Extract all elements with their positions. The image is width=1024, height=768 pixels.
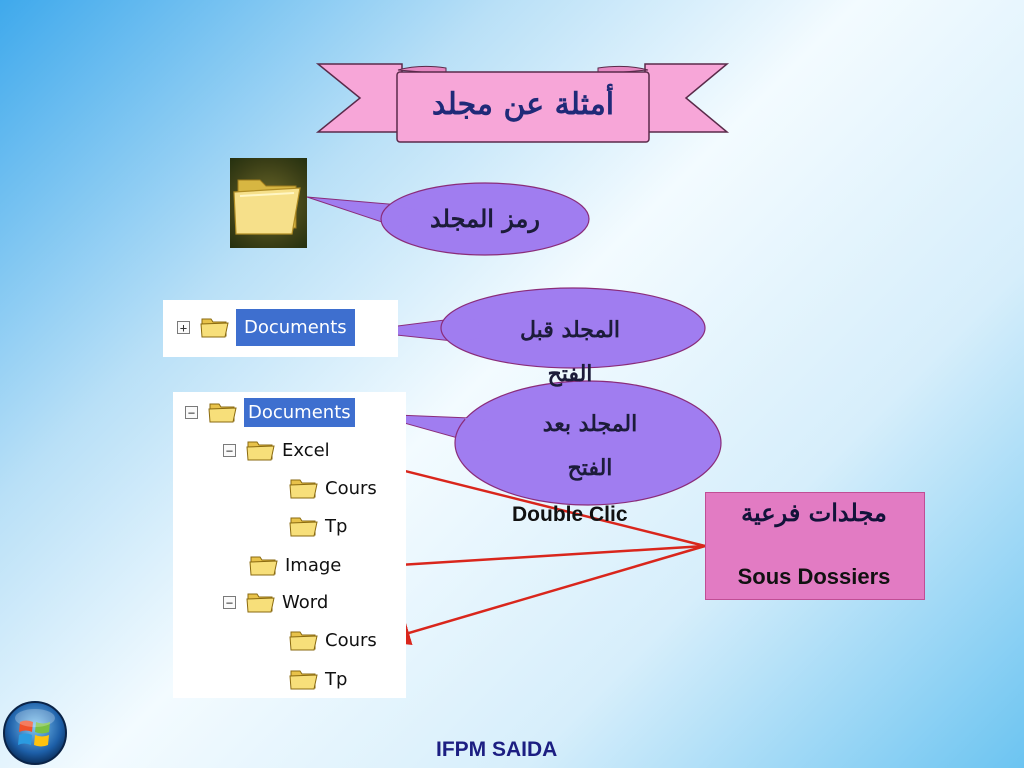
tree-row-excel[interactable]: − Excel xyxy=(223,436,330,464)
footer-label: IFPM SAIDA xyxy=(436,738,558,761)
windows-start-button[interactable] xyxy=(2,700,68,766)
folder-label-cours[interactable]: Cours xyxy=(325,629,377,651)
folder-label-documents[interactable]: Documents xyxy=(236,308,355,346)
folder-icon xyxy=(246,593,275,613)
callout-after-open-text: المجلد بعد الفتح xyxy=(542,411,638,481)
folder-icon xyxy=(289,670,318,690)
folder-icon xyxy=(200,318,229,338)
collapse-minus-icon[interactable]: − xyxy=(185,405,198,419)
folder-label-excel[interactable]: Excel xyxy=(282,439,330,461)
callout-folder-symbol-text: رمز المجلد xyxy=(430,204,540,233)
collapse-minus-icon[interactable]: − xyxy=(223,443,236,457)
folder-icon xyxy=(208,403,237,423)
folder-label-tp[interactable]: Tp xyxy=(325,515,348,537)
folder-label-documents[interactable]: Documents xyxy=(244,397,355,427)
tree-row-excel-cours[interactable]: Cours xyxy=(289,474,377,502)
folder-icon xyxy=(246,441,275,461)
tree-open-panel: − Documents − Excel Cours Tp xyxy=(173,392,406,698)
tree-row-documents-expanded[interactable]: − Documents xyxy=(185,397,355,427)
tree-row-word-cours[interactable]: Cours xyxy=(289,626,377,654)
windows-logo-icon xyxy=(3,701,67,765)
callout-before-open-text: المجلد قبل الفتح xyxy=(519,317,621,387)
folder-label-image[interactable]: Image xyxy=(285,554,342,576)
folder-symbol-image xyxy=(230,158,307,248)
expand-plus-icon[interactable]: + xyxy=(177,320,190,334)
folder-label-tp[interactable]: Tp xyxy=(325,668,348,690)
folder-label-cours[interactable]: Cours xyxy=(325,477,377,499)
tree-closed-panel: + Documents xyxy=(163,300,398,357)
folder-icon xyxy=(289,631,318,651)
subfolders-box xyxy=(705,492,925,600)
tree-row-documents-collapsed[interactable]: + Documents xyxy=(177,308,355,346)
folder-icon xyxy=(249,556,278,576)
collapse-minus-icon[interactable]: − xyxy=(223,595,236,609)
double-clic-label: Double Clic xyxy=(512,503,628,526)
subfolders-arabic-label: مجلدات فرعية xyxy=(741,498,887,527)
folder-label-word[interactable]: Word xyxy=(282,591,329,613)
tree-row-image[interactable]: Image xyxy=(249,551,341,579)
slide-title: أمثلة عن مجلد xyxy=(431,86,615,122)
title-ribbon xyxy=(315,63,730,143)
callout-folder-symbol xyxy=(306,182,590,256)
folder-icon xyxy=(289,517,318,537)
tree-row-word-tp[interactable]: Tp xyxy=(289,665,347,693)
folder-icon xyxy=(233,179,301,235)
tree-row-word[interactable]: − Word xyxy=(223,588,328,616)
folder-icon xyxy=(289,479,318,499)
tree-row-excel-tp[interactable]: Tp xyxy=(289,512,347,540)
callout-before-open xyxy=(357,287,706,369)
subfolders-french-label: Sous Dossiers xyxy=(737,564,891,589)
